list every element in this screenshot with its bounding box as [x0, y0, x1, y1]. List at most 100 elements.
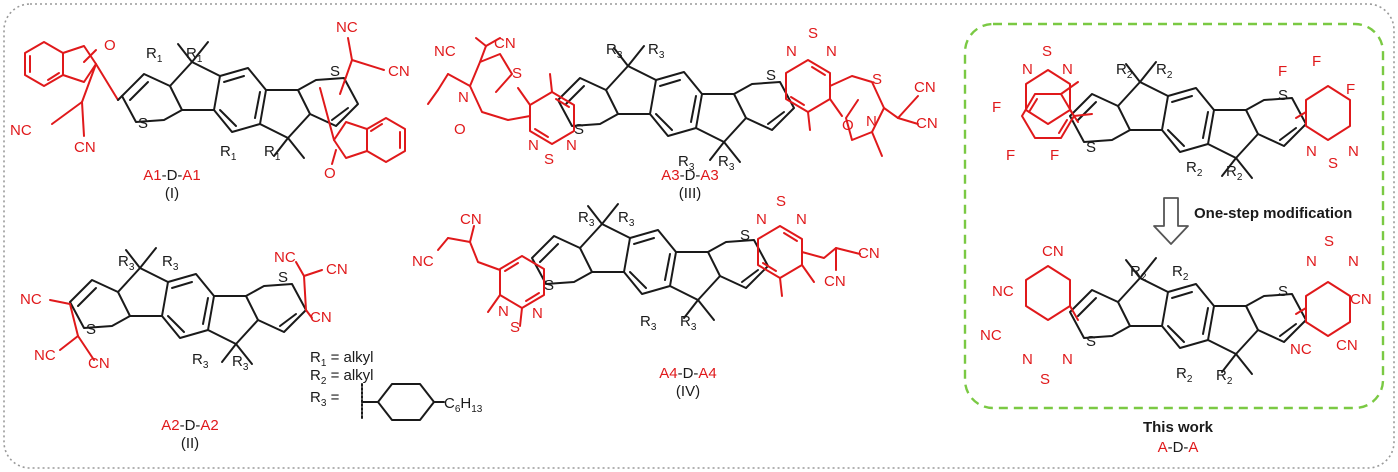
- acceptor-a2-left: NC NC CN: [20, 291, 110, 372]
- atom-n: N: [1306, 143, 1317, 160]
- atom-s: S: [1042, 43, 1052, 60]
- atom-cn: CN: [74, 139, 96, 156]
- legend-r3: R3 =: [310, 389, 340, 409]
- atom-s: S: [138, 115, 148, 132]
- legend-r1: R1 = alkyl: [310, 349, 374, 369]
- atom-s: S: [278, 269, 288, 286]
- atom-o: O: [454, 121, 466, 138]
- atom-nc: NC: [412, 253, 434, 270]
- atom-s: S: [330, 63, 340, 80]
- substituent-r2: R2: [1216, 367, 1233, 387]
- substituent-r2: R2: [1172, 263, 1189, 283]
- atom-s: S: [510, 319, 520, 336]
- atom-cn: CN: [1336, 337, 1358, 354]
- substituent-r3: R3: [648, 41, 665, 61]
- atom-o: O: [324, 165, 336, 182]
- substituent-r3: R3: [618, 209, 635, 229]
- atom-s: S: [1040, 371, 1050, 388]
- atom-n: N: [796, 211, 807, 228]
- atom-nc: NC: [336, 19, 358, 36]
- atom-f: F: [1006, 147, 1015, 164]
- atom-cn: CN: [326, 261, 348, 278]
- atom-s: S: [1278, 283, 1288, 300]
- substituent-r3: R3: [118, 253, 135, 273]
- substituent-r2: R2: [1116, 61, 1133, 81]
- compound-numeral-iii: (III): [679, 185, 702, 202]
- atom-nc: NC: [274, 249, 296, 266]
- compound-numeral-i: (I): [165, 185, 179, 202]
- compound-label-i: A1-D-A1: [143, 167, 201, 184]
- atom-o: O: [842, 117, 854, 134]
- atom-nc: NC: [992, 283, 1014, 300]
- atom-nc: NC: [434, 43, 456, 60]
- atom-s: S: [740, 227, 750, 244]
- atom-s: S: [776, 193, 786, 210]
- atom-s: S: [86, 321, 96, 338]
- compound-numeral-iv: (IV): [676, 383, 700, 400]
- atom-cn: CN: [914, 79, 936, 96]
- acceptor-a1-right: O NC CN: [319, 19, 410, 182]
- atom-o: O: [104, 37, 116, 54]
- molecule-precursor: N S N F F F F F F N S N S S R2 R2 R2 R2: [992, 43, 1359, 183]
- acceptor-a1-left: O NC CN: [10, 37, 119, 156]
- atom-nc: NC: [20, 291, 42, 308]
- step-label: One-step modification: [1194, 205, 1352, 222]
- atom-cn: CN: [1042, 243, 1064, 260]
- atom-s: S: [512, 65, 522, 82]
- legend-c6h13: C6H13: [444, 395, 483, 415]
- compound-numeral-ii: (II): [181, 435, 199, 452]
- acceptor-a3-left: N S N NC CN S N O: [427, 35, 577, 168]
- atom-n: N: [866, 113, 877, 130]
- atom-f: F: [992, 99, 1001, 116]
- atom-cn: CN: [88, 355, 110, 372]
- acceptor-a4-left: N S N CN NC: [412, 211, 545, 336]
- substituent-r1: R1: [264, 143, 281, 163]
- atom-f: F: [1346, 81, 1355, 98]
- atom-nc: NC: [10, 122, 32, 139]
- atom-s: S: [1086, 333, 1096, 350]
- atom-n: N: [1348, 143, 1359, 160]
- molecule-a3-d-a3: N S N NC CN S N O N S N CN: [427, 25, 938, 202]
- atom-nc: NC: [980, 327, 1002, 344]
- atom-cn: CN: [858, 245, 880, 262]
- molecule-a4-d-a4: N S N CN NC N S N CN CN S S R3 R3 R3 R3 …: [412, 193, 880, 400]
- atom-nc: NC: [34, 347, 56, 364]
- atom-n: N: [1306, 253, 1317, 270]
- atom-s: S: [766, 67, 776, 84]
- atom-s: S: [808, 25, 818, 42]
- substituent-r3: R3: [640, 313, 657, 333]
- atom-n: N: [458, 89, 469, 106]
- acceptor-product-right: N S N CN CN NC: [1290, 233, 1372, 358]
- atom-n: N: [786, 43, 797, 60]
- atom-s: S: [1278, 87, 1288, 104]
- compound-label-ii: A2-D-A2: [161, 417, 219, 434]
- substituent-r3: R3: [606, 41, 623, 61]
- compound-label-iii: A3-D-A3: [661, 167, 719, 184]
- atom-cn: CN: [310, 309, 332, 326]
- outer-frame: [3, 3, 1395, 469]
- atom-cn: CN: [1350, 291, 1372, 308]
- atom-s: S: [544, 277, 554, 294]
- atom-f: F: [1312, 53, 1321, 70]
- atom-cn: CN: [460, 211, 482, 228]
- atom-nc: NC: [1290, 341, 1312, 358]
- molecule-a2-d-a2: NC NC CN NC CN CN S S R3 R3 R3 R3 A2-D-A…: [20, 247, 348, 452]
- this-work-label: A-D-A: [1158, 439, 1199, 456]
- legend-r2: R2 = alkyl: [310, 367, 374, 387]
- acceptor-a3-right: N S N CN CN S N O: [785, 25, 938, 157]
- substituent-legend: R1 = alkyl R2 = alkyl R3 = C6H13: [310, 349, 483, 421]
- substituent-r2: R2: [1176, 365, 1193, 385]
- atom-cn: CN: [388, 63, 410, 80]
- atom-n: N: [528, 137, 539, 154]
- atom-s: S: [544, 151, 554, 168]
- atom-n: N: [1062, 351, 1073, 368]
- substituent-r3: R3: [162, 253, 179, 273]
- molecule-a1-d-a1: O NC CN O NC CN S S R1 R1 R1 R1 A1-D-A1 …: [10, 19, 410, 202]
- acceptor-precursor-right: F F F N S N: [1278, 53, 1359, 172]
- atom-cn: CN: [916, 115, 938, 132]
- down-arrow-icon: [1153, 197, 1189, 245]
- atom-cn: CN: [494, 35, 516, 52]
- atom-n: N: [826, 43, 837, 60]
- substituent-r3: R3: [680, 313, 697, 333]
